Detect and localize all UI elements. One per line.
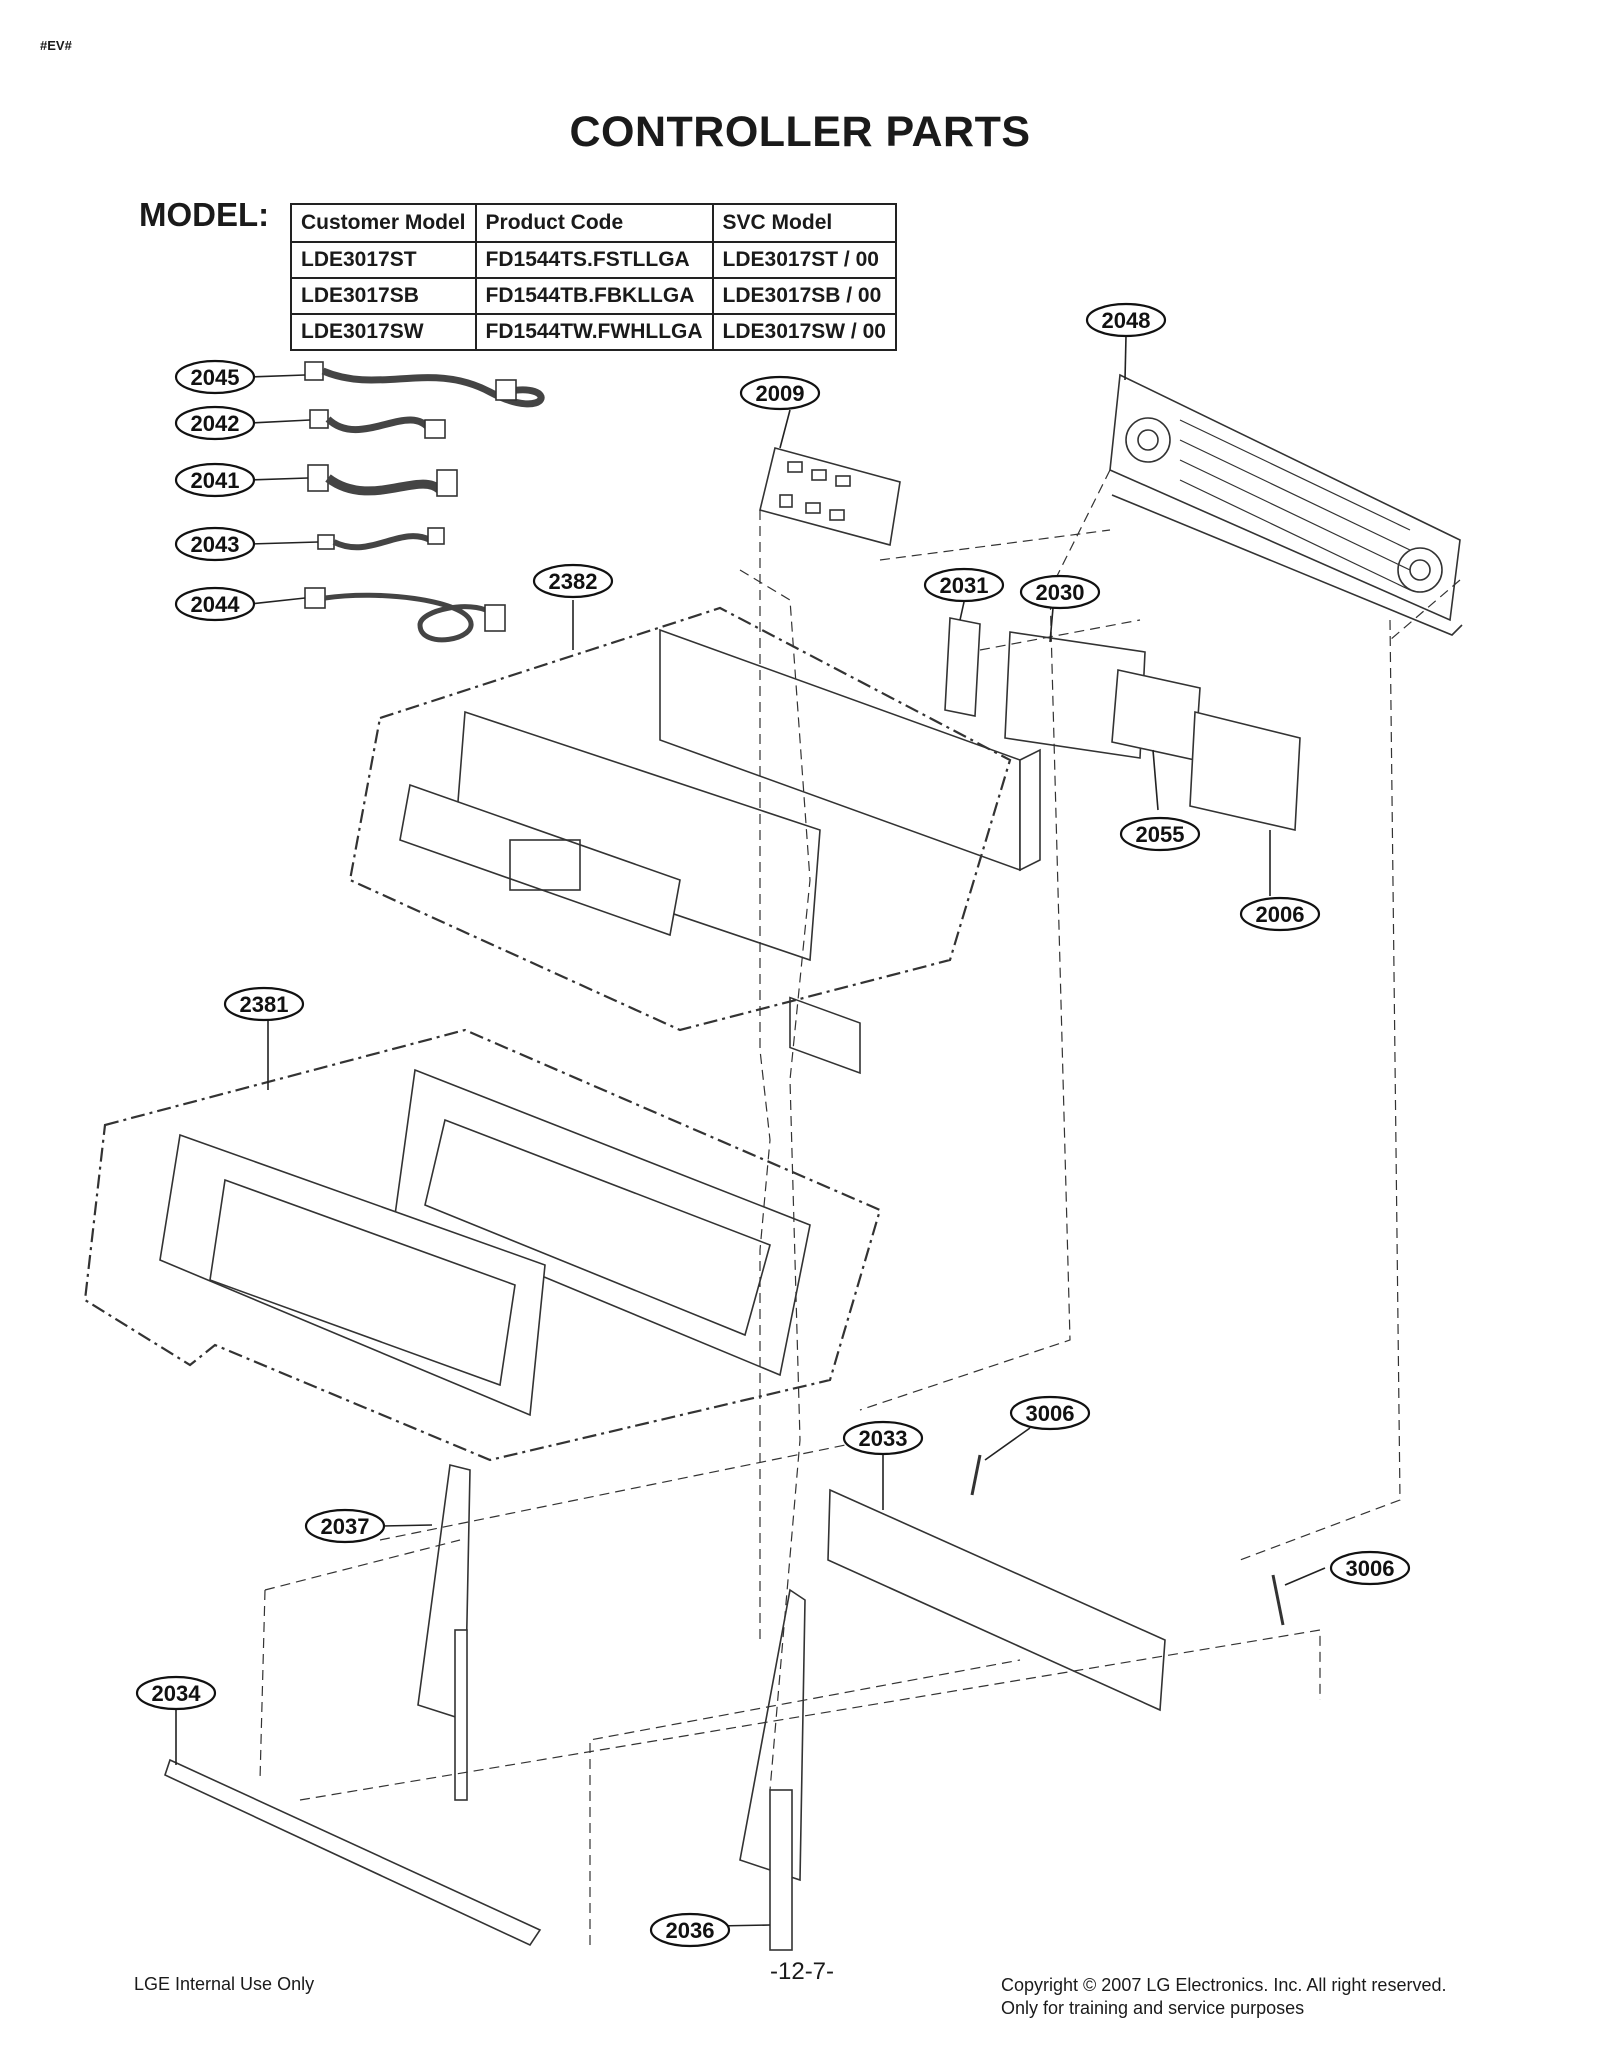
- callout-2045: 2045: [191, 365, 240, 390]
- callout-2033: 2033: [859, 1426, 908, 1451]
- callout-2006: 2006: [1256, 902, 1305, 927]
- table-cell: LDE3017SW: [290, 313, 477, 351]
- table-cell: FD1544TS.FSTLLGA: [474, 241, 714, 279]
- table-cell: LDE3017SW / 00: [711, 313, 897, 351]
- callout-2034: 2034: [152, 1681, 202, 1706]
- callout-2048: 2048: [1102, 308, 1151, 333]
- assembly-boundary-2382: [348, 606, 1012, 1032]
- table-row: LDE3017SB FD1544TB.FBKLLGA LDE3017SB / 0…: [290, 277, 897, 315]
- table-cell: FD1544TB.FBKLLGA: [474, 277, 714, 315]
- callout-2031: 2031: [940, 573, 989, 598]
- copyright-line-1: Copyright © 2007 LG Electronics. Inc. Al…: [1001, 1975, 1447, 1995]
- model-table: Customer Model Product Code SVC Model LD…: [290, 203, 897, 351]
- column-header-customer-model: Customer Model: [290, 203, 477, 243]
- table-cell: LDE3017ST: [290, 241, 477, 279]
- callout-2037: 2037: [321, 1514, 370, 1539]
- callout-2043: 2043: [191, 532, 240, 557]
- board-2031: [944, 617, 981, 717]
- screw-3006-lower: [1271, 1574, 1285, 1626]
- column-header-svc-model: SVC Model: [711, 203, 897, 243]
- callout-2009: 2009: [756, 381, 805, 406]
- column-header-product-code: Product Code: [474, 203, 714, 243]
- table-row: LDE3017SW FD1544TW.FWHLLGA LDE3017SW / 0…: [290, 313, 897, 351]
- bracket-2033: [827, 1488, 1166, 1712]
- callout-2055: 2055: [1136, 822, 1185, 847]
- pcb-2030: [1004, 631, 1146, 759]
- table-header-row: Customer Model Product Code SVC Model: [290, 203, 897, 243]
- corner-mark: #EV#: [40, 38, 72, 53]
- pcb-2009: [759, 447, 901, 547]
- table-cell: LDE3017SB: [290, 277, 477, 315]
- wire-harness-2043: [317, 527, 445, 551]
- pcb-2006: [1189, 710, 1301, 831]
- model-label: MODEL:: [139, 196, 270, 233]
- touch-overlay-2382: [399, 710, 821, 962]
- table-cell: LDE3017ST / 00: [711, 241, 897, 279]
- callout-2042: 2042: [191, 411, 240, 436]
- copyright-line-2: Only for training and service purposes: [1001, 1998, 1305, 2018]
- wire-harness-2041: [307, 464, 458, 497]
- callout-2381: 2381: [240, 992, 289, 1017]
- back-panel-2048: [1109, 373, 1463, 636]
- assembly-boundary-2381: [83, 1028, 882, 1462]
- table-row: LDE3017ST FD1544TS.FSTLLGA LDE3017ST / 0…: [290, 241, 897, 279]
- footer-internal-use: LGE Internal Use Only: [134, 1974, 315, 1994]
- callout-3006-upper: 3006: [1026, 1401, 1075, 1426]
- wire-harness-2044: [304, 587, 506, 643]
- wire-harness-2045: [304, 361, 545, 408]
- callout-2036: 2036: [666, 1918, 715, 1943]
- callout-2041: 2041: [191, 468, 240, 493]
- callout-3006-lower: 3006: [1346, 1556, 1395, 1581]
- callout-2382: 2382: [549, 569, 598, 594]
- callout-2030: 2030: [1036, 580, 1085, 605]
- wire-harness-2042: [309, 409, 446, 439]
- table-cell: LDE3017SB / 00: [711, 277, 897, 315]
- table-cell: FD1544TW.FWHLLGA: [474, 313, 714, 351]
- callout-2044: 2044: [191, 592, 241, 617]
- page-title: CONTROLLER PARTS: [569, 108, 1031, 156]
- footer-copyright: Copyright © 2007 LG Electronics. Inc. Al…: [1001, 1974, 1446, 2020]
- control-frame: [659, 628, 1041, 1075]
- screw-3006-upper: [970, 1454, 982, 1496]
- rail-2034: [164, 1758, 542, 1947]
- trim-frame-2381: [159, 1068, 811, 1417]
- page-number: -12-7-: [770, 1958, 835, 1985]
